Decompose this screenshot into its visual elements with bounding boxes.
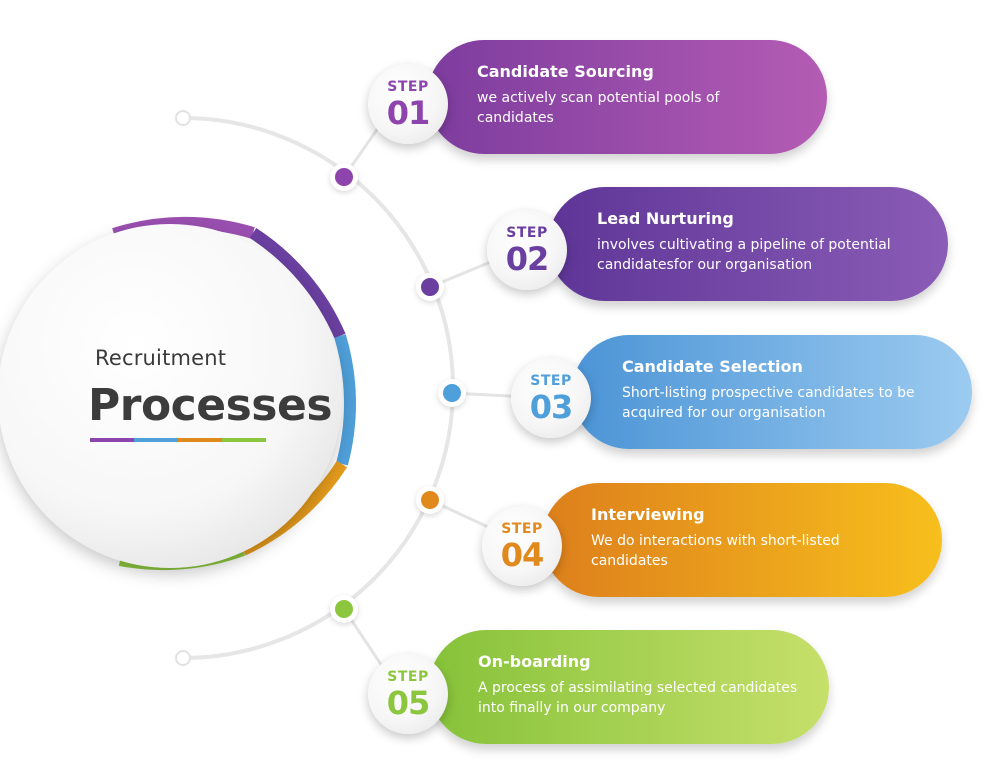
step-05-pill: On-boarding A process of assimilating se…: [429, 630, 829, 744]
step-03-badge: STEP 03: [511, 358, 591, 438]
step-02-number: 02: [505, 240, 550, 278]
step-04-description: We do interactions with short-listed can…: [591, 533, 840, 569]
step-01-title: Candidate Sourcing: [477, 62, 654, 81]
step-04-label: STEP: [501, 521, 543, 537]
step-01-description: we actively scan potential pools of cand…: [477, 90, 720, 126]
step-03-label: STEP: [530, 373, 572, 389]
step-02-pill: Lead Nurturing involves cultivating a pi…: [548, 187, 948, 301]
step-04-dot: [421, 491, 439, 509]
step-01-label: STEP: [387, 79, 429, 95]
step-01-dot: [335, 168, 353, 186]
step-04-number: 04: [500, 536, 545, 574]
hub-subtitle: Recruitment: [95, 346, 227, 370]
step-03-description: Short-listing prospective candidates to …: [622, 385, 915, 421]
step-05-dot: [335, 600, 353, 618]
step-02-description: involves cultivating a pipeline of poten…: [597, 237, 891, 273]
step-03-dot: [443, 384, 461, 402]
step-01-badge: STEP 01: [368, 64, 448, 144]
step-02-title: Lead Nurturing: [597, 209, 734, 228]
step-01-pill: Candidate Sourcing we actively scan pote…: [427, 40, 827, 154]
hub-underline: [90, 438, 266, 442]
step-05-number: 05: [386, 684, 431, 722]
step-05-badge: STEP 05: [368, 654, 448, 734]
step-04-title: Interviewing: [591, 505, 705, 524]
step-05-label: STEP: [387, 669, 429, 685]
step-03-number: 03: [529, 388, 574, 426]
step-03-pill: Candidate Selection Short-listing prospe…: [572, 335, 972, 449]
step-05-title: On-boarding: [478, 652, 591, 671]
step-02-dot: [421, 278, 439, 296]
step-02-badge: STEP 02: [487, 210, 567, 290]
step-01-number: 01: [386, 94, 431, 132]
step-03-title: Candidate Selection: [622, 357, 803, 376]
step-02-label: STEP: [506, 225, 548, 241]
step-05-description: A process of assimilating selected candi…: [478, 680, 798, 716]
step-04-badge: STEP 04: [482, 506, 562, 586]
hub-title: Processes: [88, 380, 333, 431]
step-04-pill: Interviewing We do interactions with sho…: [542, 483, 942, 597]
